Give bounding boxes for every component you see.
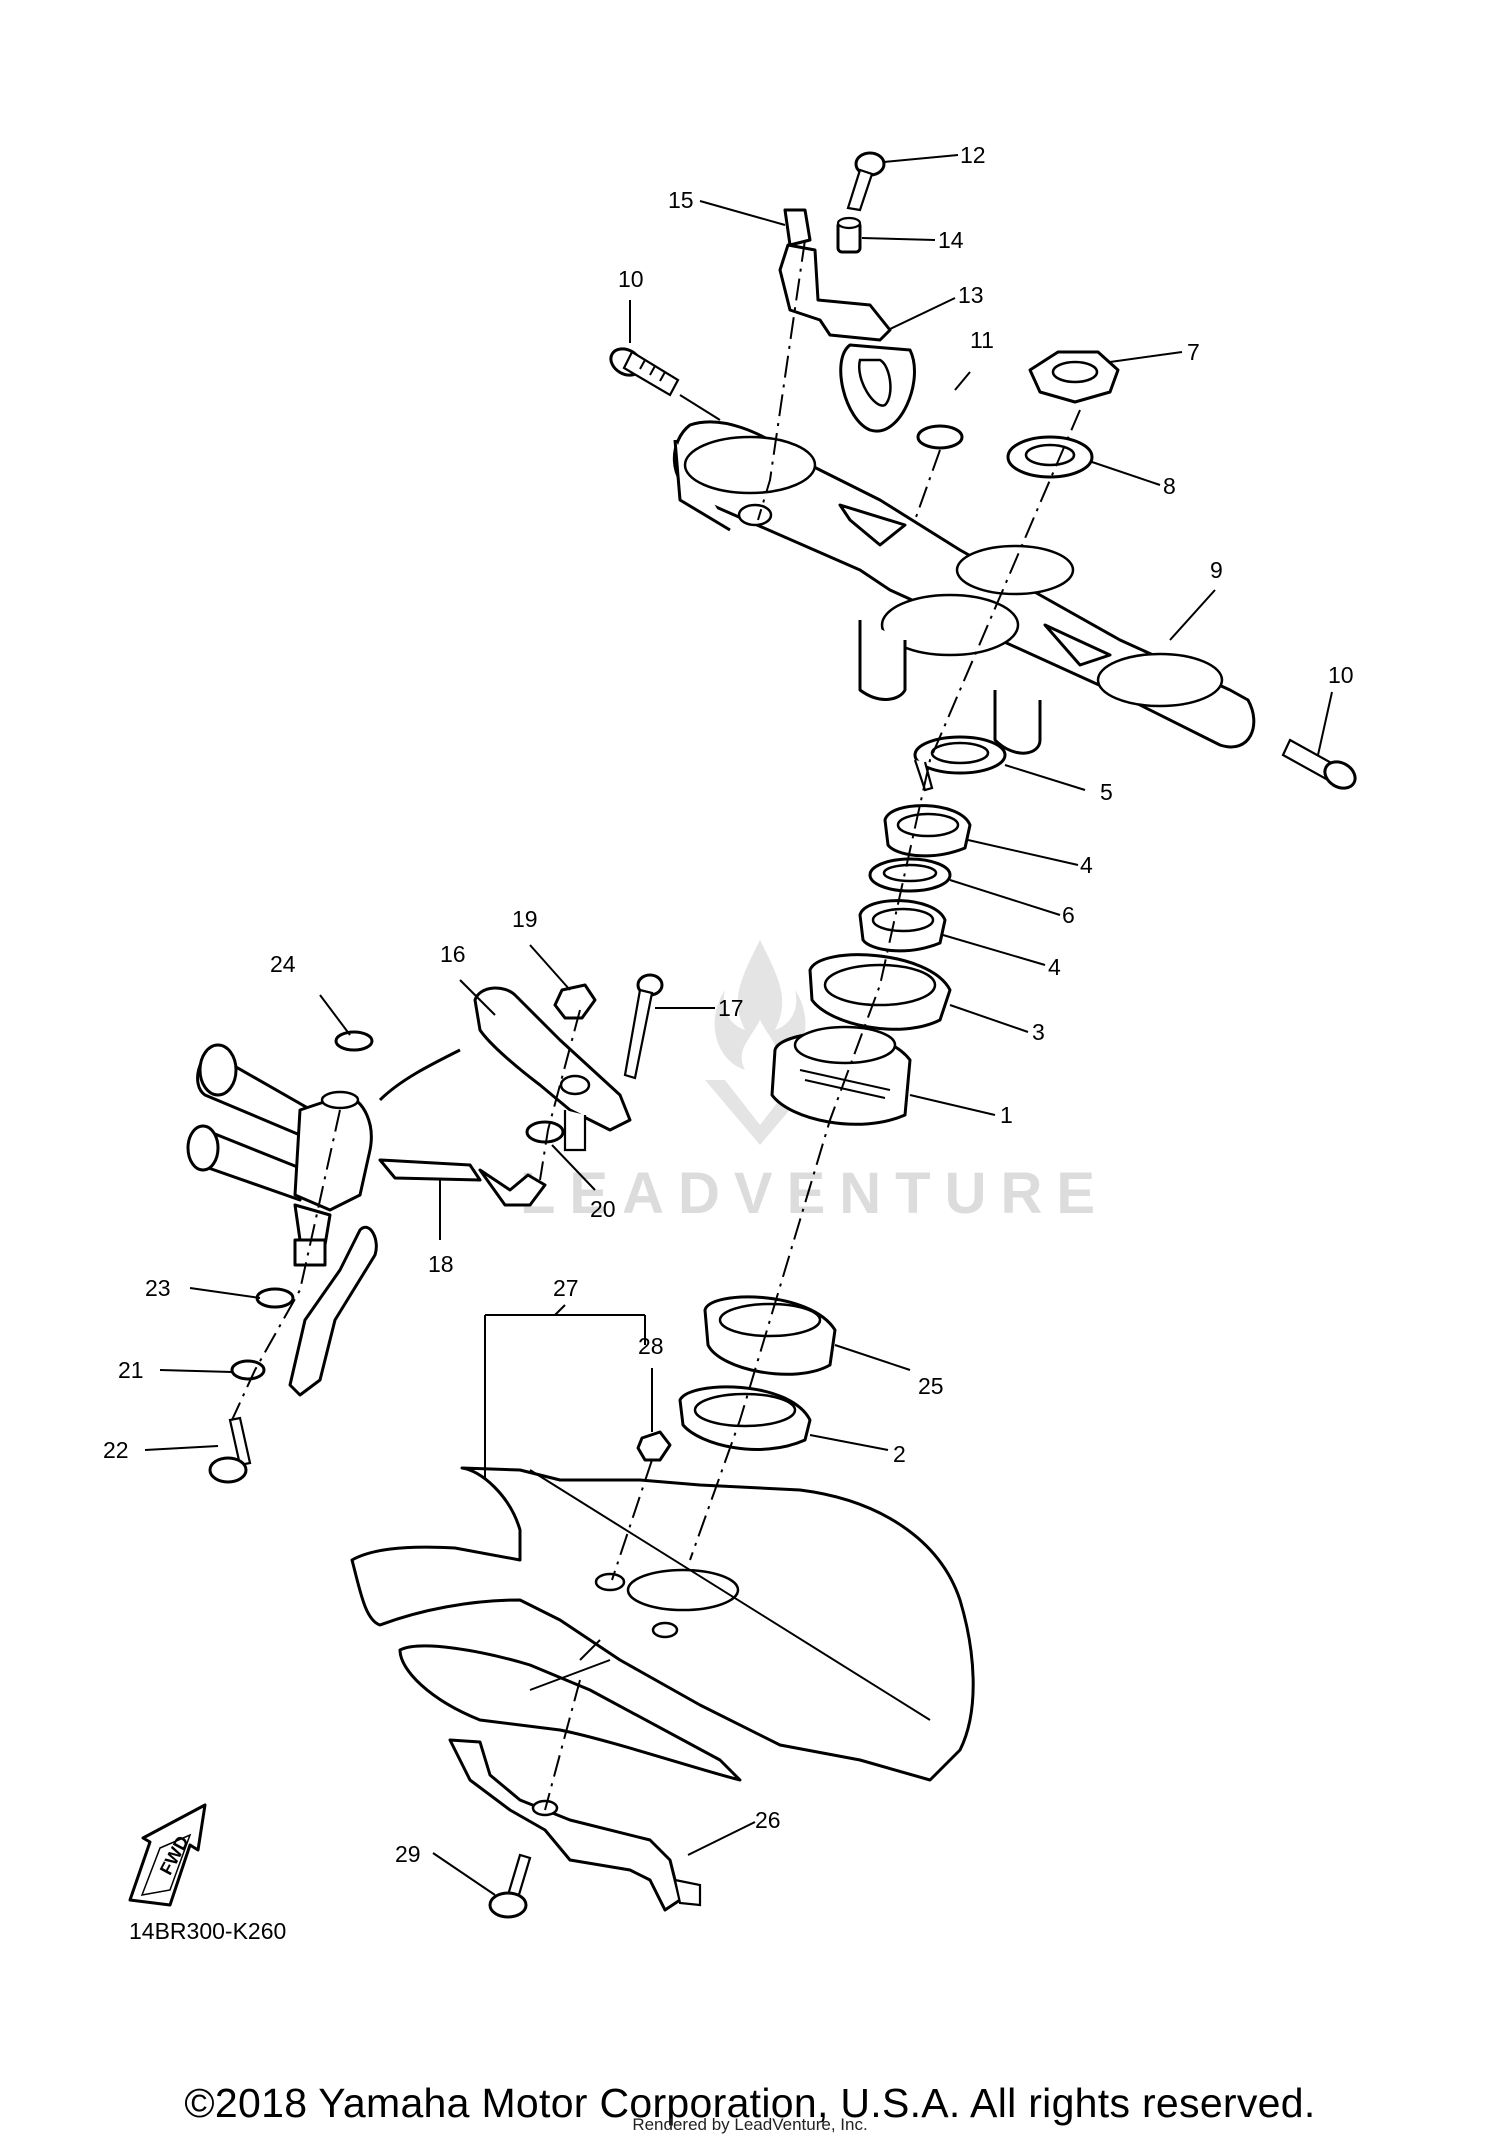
callout-11: 11 — [970, 327, 994, 353]
callout-9: 9 — [1210, 557, 1223, 583]
callout-20: 20 — [590, 1196, 616, 1222]
center-line-cap — [914, 449, 941, 521]
nut-28[interactable] — [636, 1430, 672, 1462]
washer-23[interactable] — [255, 1287, 295, 1309]
callout-16: 16 — [440, 941, 466, 967]
callout-15: 15 — [668, 187, 694, 213]
callout-24: 24 — [270, 951, 296, 977]
ring-nut-4-upper[interactable] — [883, 804, 972, 858]
washer-24[interactable] — [334, 1030, 374, 1052]
callout-1: 1 — [1000, 1102, 1013, 1128]
callout-19: 19 — [512, 906, 538, 932]
callout-29: 29 — [395, 1841, 421, 1867]
callout-7: 7 — [1187, 339, 1200, 365]
collar-14[interactable] — [836, 216, 862, 254]
bolt-17[interactable] — [623, 973, 664, 1080]
washer-6[interactable] — [868, 857, 952, 893]
callout-17: 17 — [718, 995, 744, 1021]
bearing-1[interactable] — [770, 1025, 912, 1126]
ring-nut-4-lower[interactable] — [858, 899, 947, 953]
callout-labels: 12 14 15 13 10 11 7 8 9 10 5 4 6 4 3 1 1… — [103, 142, 1354, 1867]
nut-19[interactable] — [553, 983, 597, 1020]
callout-12: 12 — [960, 142, 986, 168]
callout-27: 27 — [553, 1275, 579, 1301]
callout-5: 5 — [1100, 779, 1113, 805]
callout-3: 3 — [1032, 1019, 1045, 1045]
upper-bracket-part[interactable] — [672, 420, 1256, 755]
bolt-22[interactable] — [208, 1416, 252, 1484]
seal-2[interactable] — [678, 1385, 812, 1451]
center-line-damper — [231, 1109, 341, 1421]
callout-28: 28 — [638, 1333, 664, 1359]
washer-20[interactable] — [525, 1120, 565, 1144]
lock-washer-5[interactable] — [913, 735, 1007, 792]
hose — [378, 1048, 461, 1102]
callout-14: 14 — [938, 227, 964, 253]
callout-10b: 10 — [1328, 662, 1354, 688]
bolt-12[interactable] — [846, 151, 886, 212]
cap-11[interactable] — [916, 424, 964, 450]
leader-lines — [144, 154, 1333, 1896]
callout-26: 26 — [755, 1807, 781, 1833]
mount-bracket-21[interactable] — [230, 1226, 378, 1397]
callout-25: 25 — [918, 1373, 944, 1399]
bolt-29[interactable] — [488, 1853, 532, 1919]
center-line-bracket-bolt — [757, 239, 806, 521]
bolt-10-left[interactable] — [606, 344, 680, 397]
callout-21: 21 — [118, 1357, 144, 1383]
copyright-text: ©2018 Yamaha Motor Corporation, U.S.A. A… — [184, 2080, 1316, 2126]
rendered-by-text: Rendered by LeadVenture, Inc. — [632, 2115, 868, 2134]
washer-8[interactable] — [1006, 435, 1094, 479]
center-line-nut28 — [611, 1459, 653, 1581]
nut-7[interactable] — [1028, 350, 1120, 404]
callout-10a: 10 — [618, 266, 644, 292]
center-line-steering — [689, 409, 1081, 1561]
cover-3[interactable] — [808, 953, 952, 1031]
bracket-13[interactable] — [778, 243, 916, 433]
rod-18[interactable] — [378, 1158, 547, 1207]
callout-4b: 4 — [1048, 954, 1061, 980]
damper-assembly[interactable] — [186, 1043, 373, 1267]
callout-4a: 4 — [1080, 852, 1093, 878]
callout-2: 2 — [893, 1441, 906, 1467]
bolt-10-right[interactable] — [1281, 738, 1360, 793]
bearing-25[interactable] — [703, 1295, 837, 1376]
callout-6: 6 — [1062, 902, 1075, 928]
clip-15[interactable] — [783, 208, 812, 247]
callout-23: 23 — [145, 1275, 171, 1301]
fwd-arrow-icon: FWD — [128, 1803, 207, 1907]
drawing-code: 14BR300-K260 — [129, 1918, 287, 1944]
callout-18: 18 — [428, 1251, 454, 1277]
callout-13: 13 — [958, 282, 984, 308]
bracket-16[interactable] — [473, 986, 632, 1152]
bracket-26[interactable] — [448, 1738, 702, 1912]
callout-22: 22 — [103, 1437, 129, 1463]
center-line-bracket16 — [539, 1009, 581, 1181]
callout-8: 8 — [1163, 473, 1176, 499]
under-cover-27[interactable] — [350, 1466, 975, 1782]
